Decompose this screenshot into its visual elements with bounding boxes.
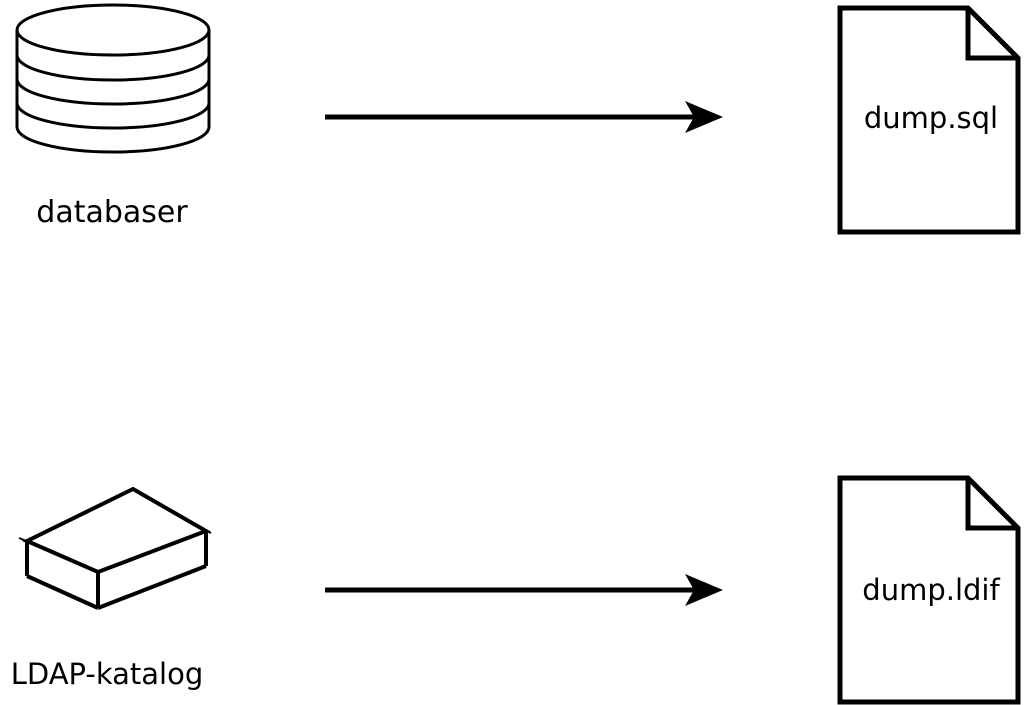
database-label: databaser bbox=[36, 195, 188, 230]
ldap-box-icon bbox=[18, 486, 212, 610]
sql-file-icon bbox=[837, 5, 1021, 235]
ldap-label: LDAP-katalog bbox=[11, 657, 204, 691]
arrow-right-icon bbox=[325, 574, 723, 606]
ldif-file-label: dump.ldif bbox=[862, 573, 1000, 607]
database-cylinder-icon bbox=[15, 3, 211, 154]
ldif-file-icon bbox=[837, 475, 1021, 705]
arrow-right-icon bbox=[325, 101, 723, 133]
sql-file-label: dump.sql bbox=[864, 101, 998, 135]
